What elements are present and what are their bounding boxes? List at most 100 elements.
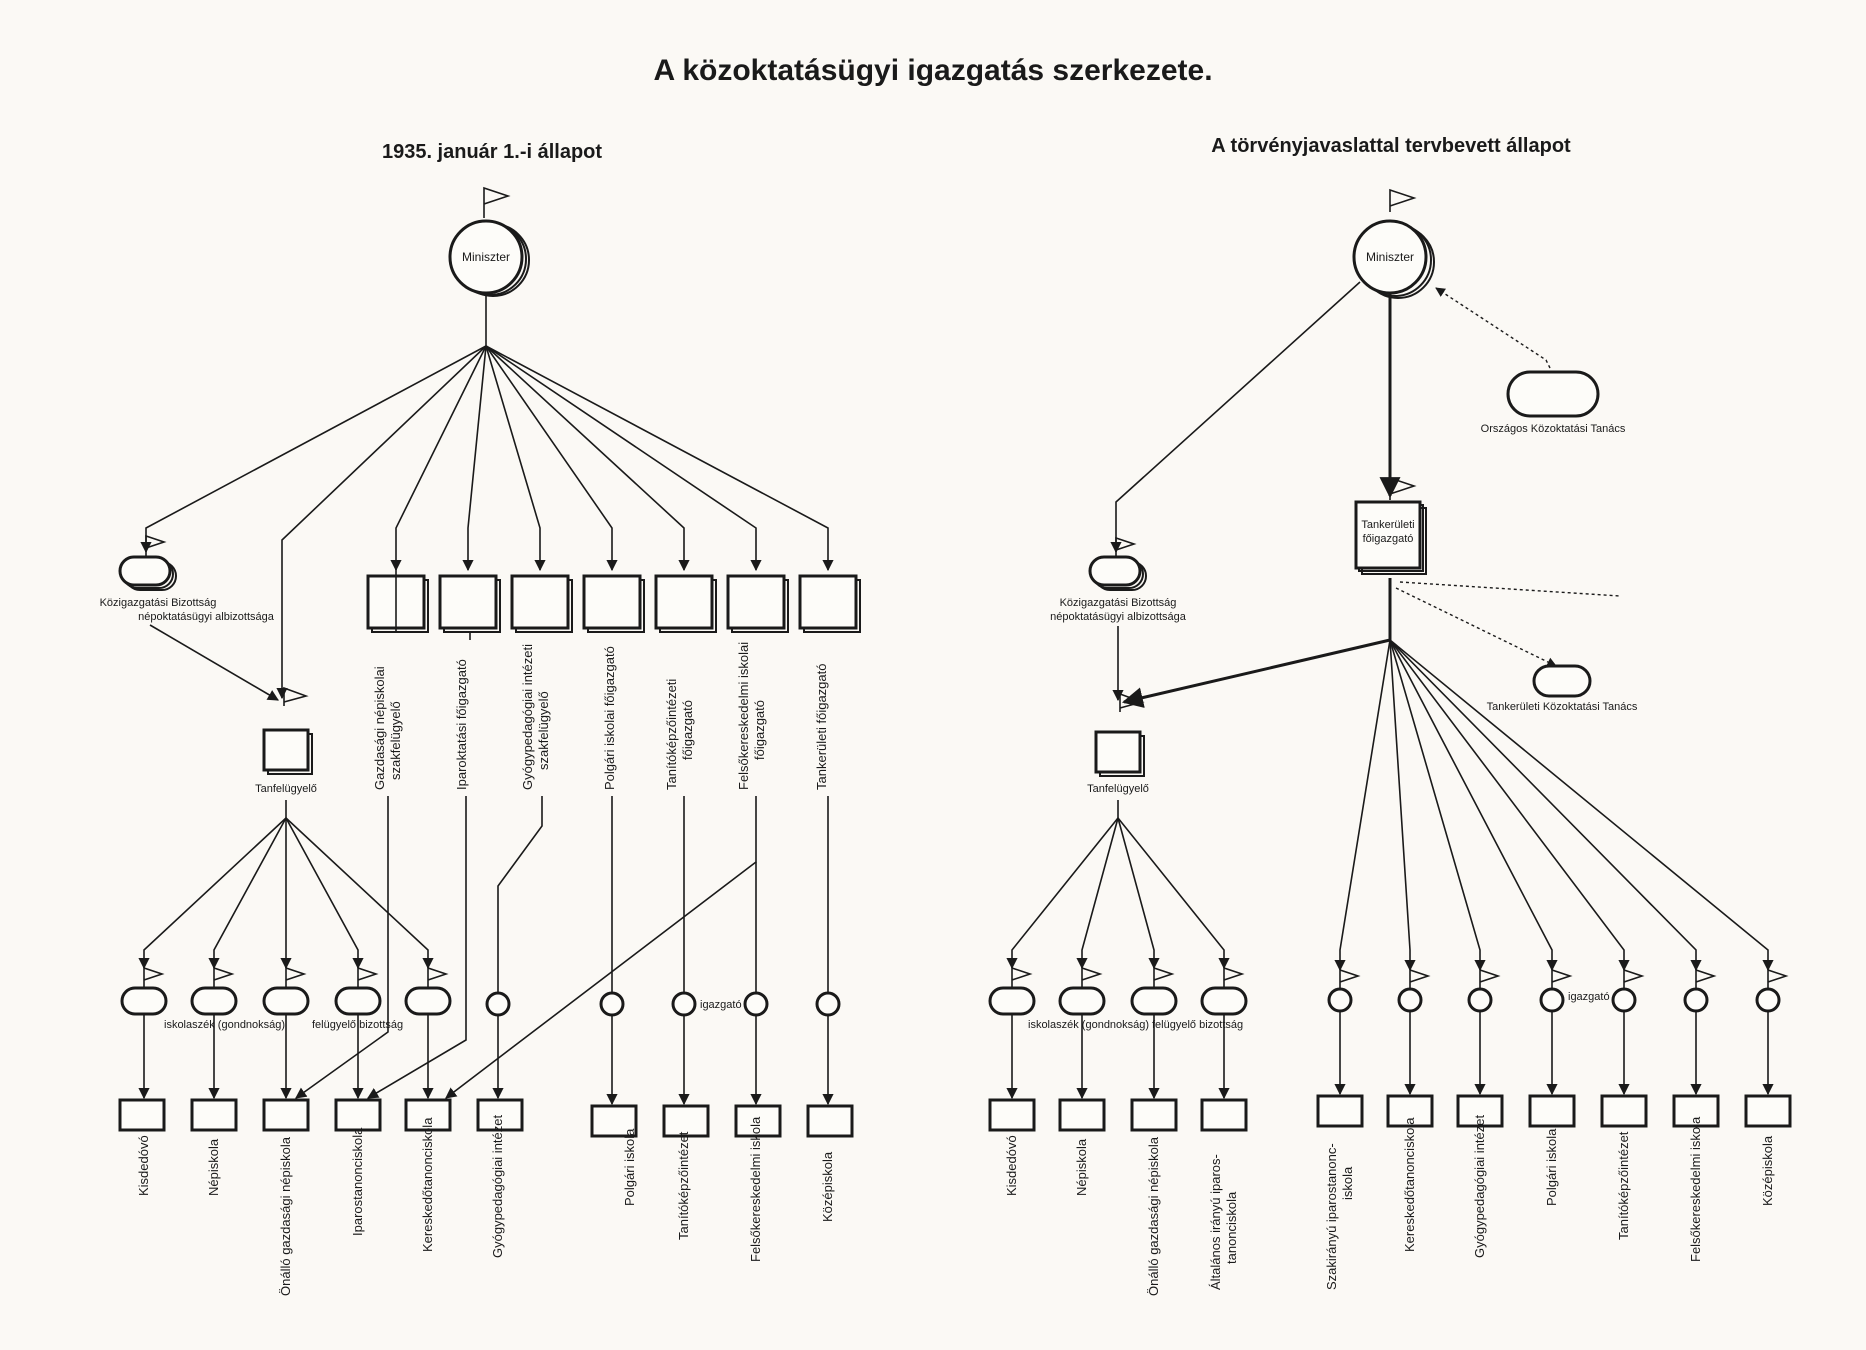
right-district-director-2: főigazgató [1363, 533, 1414, 545]
left-school-chair-label: iskolaszék (gondnokság) [164, 1019, 285, 1031]
left-inspector-links [138, 800, 434, 970]
right-district-director-node [1354, 500, 1422, 570]
right-principal-label: igazgató [1568, 991, 1610, 1003]
flag-icon [213, 966, 235, 988]
right-district-director-1: Tankerületi [1361, 519, 1414, 531]
right-school-boxes [988, 1094, 1792, 1132]
right-boards [988, 966, 1248, 1016]
left-board-school-links [138, 1014, 834, 1106]
left-school-9: Középiskola [820, 1151, 835, 1222]
flag-icon [1479, 968, 1501, 989]
flag-icon [1223, 966, 1245, 988]
right-school-4a: Szakirányú iparostanonc- [1324, 1143, 1339, 1290]
left-director-2a: Gyógypedagógiai intézeti [520, 644, 535, 790]
left-school-4: Kereskedőtanonciskola [420, 1117, 435, 1252]
right-school-7: Polgári iskola [1544, 1128, 1559, 1206]
flag-icon [283, 686, 309, 706]
right-district-council-label: Tankerületi Közoktatási Tanács [1487, 701, 1638, 713]
left-school-boxes [118, 1098, 854, 1138]
left-school-2: Önálló gazdasági népiskola [278, 1136, 293, 1296]
left-director-2b: szakfelügyelő [536, 691, 551, 770]
flag-icon [1623, 968, 1645, 989]
right-inspector-node [1094, 730, 1142, 774]
right-committee-label-2: népoktatásügyi albizottsága [1050, 611, 1187, 623]
right-inspector-label: Tanfelügyelő [1087, 783, 1149, 795]
right-school-3b: tanonciskola [1224, 1191, 1239, 1264]
right-school-6: Gyógypedagógiai intézet [1472, 1115, 1487, 1258]
left-boards [120, 966, 452, 1016]
flag-icon [1081, 966, 1103, 988]
left-school-7: Tanítóképzőintézet [676, 1131, 691, 1240]
left-minister-label: Miniszter [462, 250, 510, 264]
left-school-labels: Kisdedóvó Népiskola Önálló gazdasági nép… [136, 1115, 835, 1296]
page-title: A közoktatásügyi igazgatás szerkezete. [653, 54, 1212, 87]
left-principals [485, 991, 841, 1017]
right-school-8: Tanítóképzőintézet [1616, 1131, 1631, 1240]
left-school-5: Gyógypedagógiai intézet [490, 1115, 505, 1258]
flag-icon [1409, 968, 1431, 989]
left-committee-label-2: népoktatásügyi albizottsága [138, 611, 275, 623]
left-director-boxes [366, 574, 861, 633]
right-principals [1327, 968, 1789, 1013]
left-heading: 1935. január 1.-i állapot [382, 141, 602, 163]
right-supervisory-label: felügyelő bizottság [1152, 1019, 1243, 1031]
flag-icon [1695, 968, 1717, 989]
flag-icon [143, 966, 165, 988]
left-director-3: Polgári iskolai főigazgató [602, 646, 617, 790]
flag-icon [145, 534, 167, 557]
right-school-chair-label: iskolaszék (gondnokság) [1028, 1019, 1149, 1031]
right-heading: A törvényjavaslattal tervbevett állapot [1211, 135, 1571, 157]
right-school-9: Felsőkereskedelmi iskola [1688, 1116, 1703, 1262]
right-minister-label: Miniszter [1366, 250, 1414, 264]
left-director-0b: szakfelügyelő [388, 701, 403, 780]
left-committee-node [118, 555, 172, 587]
flag-icon [1389, 476, 1417, 500]
left-minister-links [140, 345, 834, 700]
right-chart: Miniszter Országos Közoktatási Tanács Ta… [988, 188, 1792, 1296]
left-school-3: Iparostanonciskola [350, 1127, 365, 1236]
right-national-council-label: Országos Közoktatási Tanács [1481, 423, 1626, 435]
left-director-6: Tankerületi főigazgató [814, 664, 829, 790]
right-school-1: Népiskola [1074, 1138, 1089, 1196]
right-school-labels: Kisdedóvó Népiskola Önálló gazdasági nép… [1004, 1115, 1775, 1296]
right-school-0: Kisdedóvó [1004, 1135, 1019, 1196]
flag-icon [285, 966, 307, 988]
left-inspector-node [262, 728, 310, 772]
flag-icon [1153, 966, 1175, 988]
right-school-3a: Általános irányú iparos- [1208, 1154, 1223, 1290]
right-committee-label-1: Közigazgatási Bizottság [1060, 597, 1177, 609]
right-committee-node [1088, 555, 1142, 587]
left-school-0: Kisdedóvó [136, 1135, 151, 1196]
left-director-4b: főigazgató [680, 700, 695, 760]
left-director-5a: Felsőkereskedelmi iskolai [736, 642, 751, 790]
flag-icon [427, 966, 449, 988]
flag-icon [1389, 188, 1417, 212]
left-chart: Miniszter Közigazgatási Bizottság népokt… [100, 186, 861, 1296]
left-director-4a: Tanítóképzőintézeti [664, 679, 679, 790]
flag-icon [1339, 968, 1361, 989]
left-school-6: Polgári iskola [622, 1128, 637, 1206]
left-director-links [295, 568, 829, 1099]
left-principal-label: igazgató [700, 999, 742, 1011]
left-school-1: Népiskola [206, 1138, 221, 1196]
right-school-2: Önálló gazdasági népiskola [1146, 1136, 1161, 1296]
right-school-4b: iskola [1340, 1166, 1355, 1200]
left-committee-label-1: Közigazgatási Bizottság [100, 597, 217, 609]
flag-icon [1551, 968, 1573, 989]
right-board-school-links [1006, 1011, 1774, 1100]
flag-icon [1767, 968, 1789, 989]
left-director-0a: Gazdasági népiskolai [372, 666, 387, 790]
left-director-1: Iparoktatási főigazgató [454, 659, 469, 790]
left-school-8: Felsőkereskedelmi iskola [748, 1116, 763, 1262]
flag-icon [1115, 536, 1137, 557]
right-inspector-links [1006, 800, 1230, 970]
left-inspector-label: Tanfelügyelő [255, 783, 317, 795]
flag-icon [357, 966, 379, 988]
right-school-10: Középiskola [1760, 1135, 1775, 1206]
right-school-5: Kereskedőtanonciskola [1402, 1117, 1417, 1252]
flag-icon [1119, 692, 1145, 712]
right-director-links [1334, 639, 1774, 972]
flag-icon [483, 186, 511, 218]
left-director-5b: főigazgató [752, 700, 767, 760]
